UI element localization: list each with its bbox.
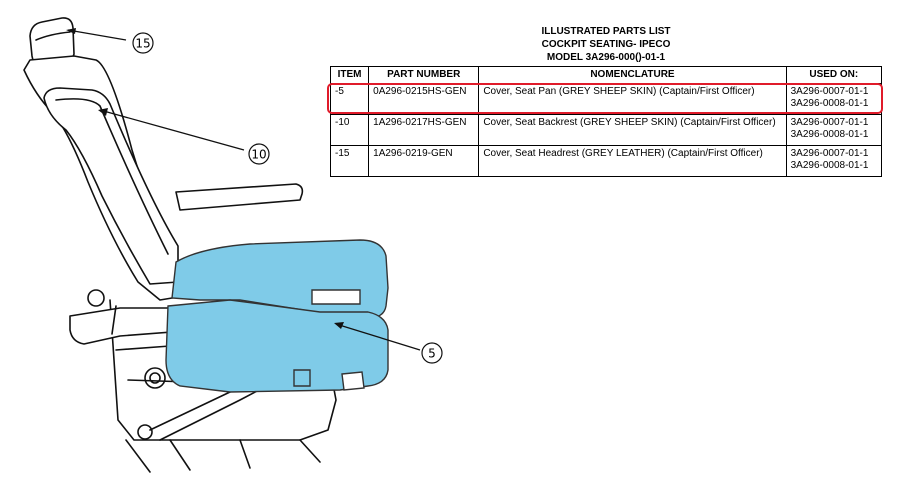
ipl-model: MODEL 3A296-000()-01-1 — [546, 52, 666, 63]
part-number-cell: 0A296-0215HS-GEN — [368, 83, 480, 115]
svg-text:10: 10 — [251, 148, 266, 162]
table-row: -5 0A296-0215HS-GEN Cover, Seat Pan (GRE… — [329, 83, 883, 115]
ipl-subtitle: COCKPIT SEATING- IPECO — [541, 39, 671, 50]
table-row: -15 1A296-0219-GEN Cover, Seat Headrest … — [329, 145, 883, 177]
item-cell: -10 — [329, 114, 370, 146]
column-header: ITEM — [329, 66, 370, 84]
part-number-cell: 1A296-0217HS-GEN — [368, 114, 480, 146]
table-header-row: ITEM PART NUMBER NOMENCLATURE USED ON: — [329, 66, 883, 84]
callout-15: 15 — [132, 32, 154, 54]
parts-table: ITEM PART NUMBER NOMENCLATURE USED ON: -… — [329, 66, 883, 177]
column-header: USED ON: — [785, 66, 883, 84]
ipl-title: ILLUSTRATED PARTS LIST — [541, 26, 671, 37]
table-row: -10 1A296-0217HS-GEN Cover, Seat Backres… — [329, 114, 883, 146]
column-header: NOMENCLATURE — [478, 66, 787, 84]
seat-pan-cover — [165, 239, 389, 393]
svg-text:5: 5 — [428, 347, 436, 361]
part-number-cell: 1A296-0219-GEN — [368, 145, 480, 177]
upper-armrest — [175, 183, 304, 211]
item-cell: -15 — [329, 145, 370, 177]
nomenclature-cell: Cover, Seat Pan (GREY SHEEP SKIN) (Capta… — [478, 83, 787, 115]
callout-10: 10 — [248, 143, 270, 165]
column-header: PART NUMBER — [368, 66, 480, 84]
svg-text:15: 15 — [135, 37, 150, 51]
nomenclature-cell: Cover, Seat Backrest (GREY SHEEP SKIN) (… — [478, 114, 787, 146]
item-cell: -5 — [329, 83, 370, 115]
callout-5: 5 — [421, 342, 443, 364]
nomenclature-cell: Cover, Seat Headrest (GREY LEATHER) (Cap… — [478, 145, 787, 177]
backrest-cushion — [43, 87, 179, 285]
